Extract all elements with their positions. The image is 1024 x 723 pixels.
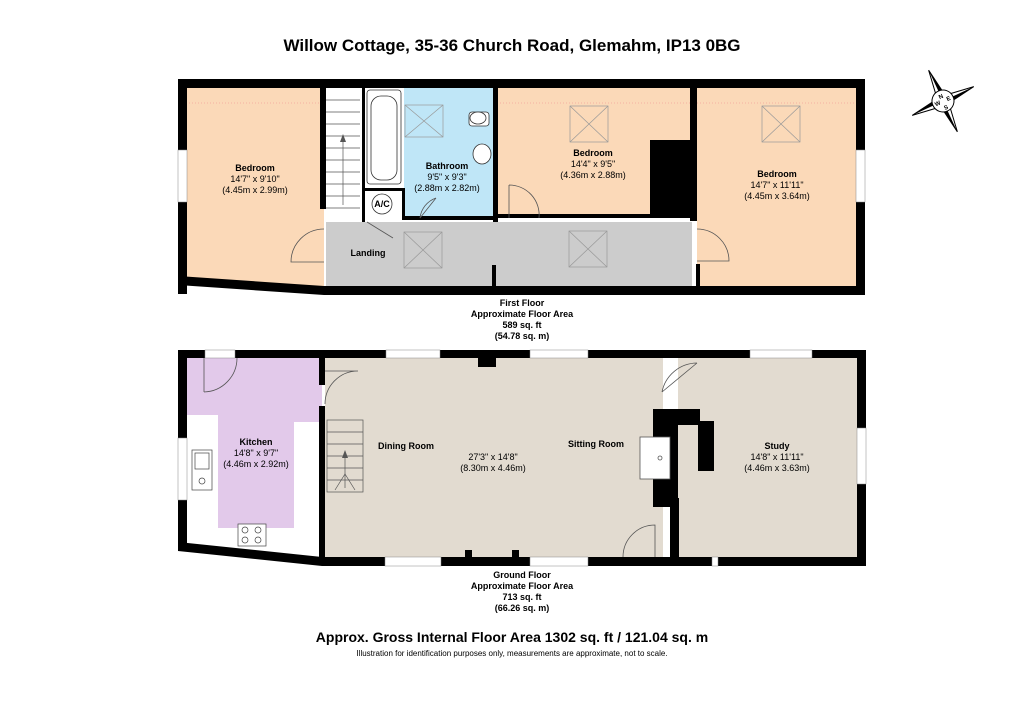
living-metric: (8.30m x 4.46m) [460, 463, 526, 473]
study-imperial: 14'8" x 11'11" [750, 452, 803, 462]
study-name: Study [764, 441, 789, 451]
compass-w: W [934, 100, 942, 108]
ground-floor-area: Ground Floor Approximate Floor Area 713 … [412, 570, 632, 614]
sitting-room-name: Sitting Room [568, 439, 624, 449]
bedroom-middle-name: Bedroom [573, 148, 613, 158]
first-floor-sqm: (54.78 sq. m) [494, 331, 550, 341]
first-floor-area: First Floor Approximate Floor Area 589 s… [412, 298, 632, 342]
first-floor-label: First Floor [499, 298, 545, 308]
ground-floor-label: Ground Floor [493, 570, 551, 580]
page-title: Willow Cottage, 35-36 Church Road, Glema… [283, 36, 741, 55]
kitchen-imperial: 14'8" x 9'7" [234, 448, 278, 458]
living-imperial: 27'3" x 14'8" [468, 452, 517, 462]
compass-n: N [938, 94, 944, 101]
compass-e: E [946, 96, 952, 103]
bedroom-right-metric: (4.45m x 3.64m) [744, 191, 810, 201]
bedroom-right-name: Bedroom [757, 169, 797, 179]
bedroom-right-imperial: 14'7" x 11'11" [750, 180, 803, 190]
first-floor-area-label: Approximate Floor Area [470, 309, 574, 319]
disclaimer: Illustration for identification purposes… [356, 649, 668, 658]
ground-floor-area-label: Approximate Floor Area [470, 581, 574, 591]
gross-floor-area: Approx. Gross Internal Floor Area 1302 s… [315, 629, 709, 645]
landing-fill [326, 222, 692, 288]
bedroom-left-name: Bedroom [235, 163, 275, 173]
kitchen-fill [186, 357, 322, 528]
first-floor-sqft: 589 sq. ft [502, 320, 542, 330]
dining-room-name: Dining Room [378, 441, 434, 451]
bathroom-metric: (2.88m x 2.82m) [414, 183, 480, 193]
bedroom-middle-imperial: 14'4" x 9'5" [571, 159, 615, 169]
bedroom-left-fill [186, 87, 324, 289]
stairs-fill [326, 87, 362, 222]
ground-floor-plan: Kitchen 14'8" x 9'7" (4.46m x 2.92m) Din… [177, 349, 867, 567]
bathroom-name: Bathroom [426, 161, 469, 171]
study-metric: (4.46m x 3.63m) [744, 463, 810, 473]
compass-rose: N S E W [911, 69, 975, 133]
ac-label: A/C [374, 199, 390, 209]
compass-s: S [943, 105, 949, 112]
bedroom-right-fill [697, 87, 859, 287]
ground-floor-sqft: 713 sq. ft [502, 592, 542, 602]
bedroom-left-metric: (4.45m x 2.99m) [222, 185, 288, 195]
bedroom-left-imperial: 14'7" x 9'10" [230, 174, 279, 184]
first-floor-plan: A/C Bedroom 14'7" x 9'10" (4.45m x 2.99m… [177, 79, 866, 295]
kitchen-name: Kitchen [239, 437, 272, 447]
ground-floor-sqm: (66.26 sq. m) [494, 603, 550, 613]
living-fill [325, 357, 663, 559]
landing-name: Landing [351, 248, 386, 258]
bathroom-imperial: 9'5" x 9'3" [427, 172, 466, 182]
bedroom-middle-metric: (4.36m x 2.88m) [560, 170, 626, 180]
kitchen-metric: (4.46m x 2.92m) [223, 459, 289, 469]
